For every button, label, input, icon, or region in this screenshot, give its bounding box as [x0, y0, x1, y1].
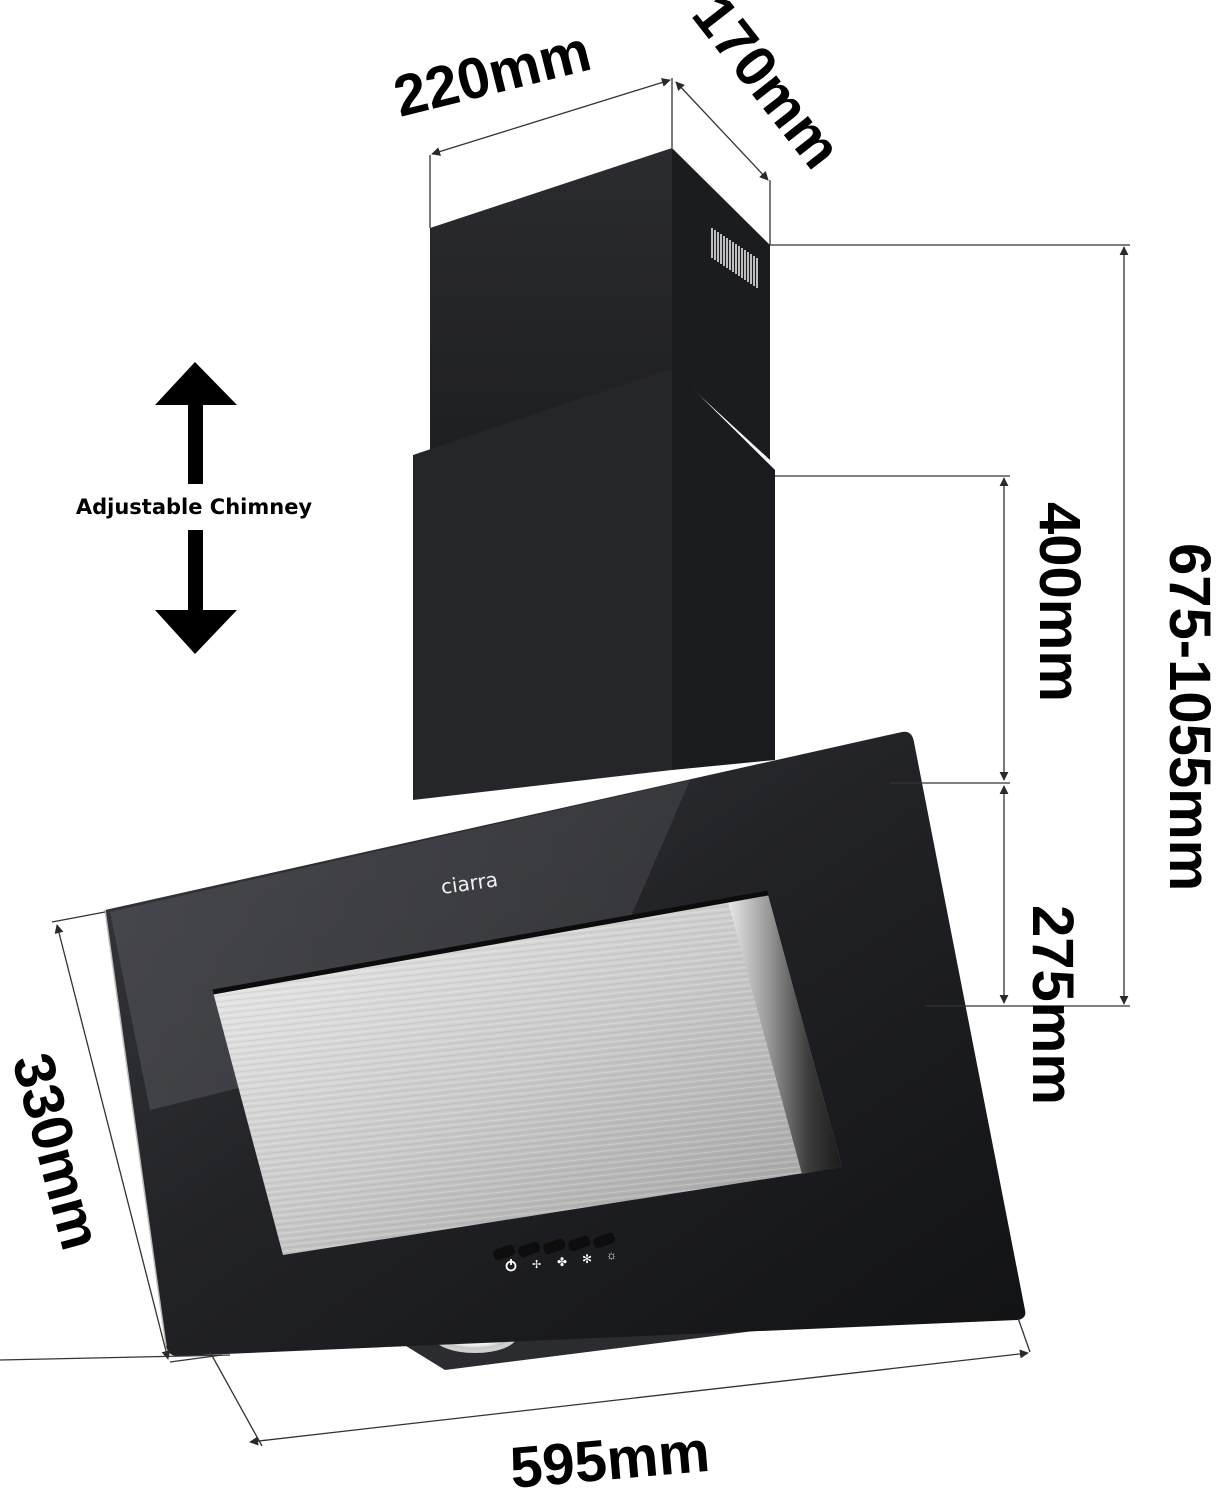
- fan-low-icon: ✢: [532, 1259, 541, 1271]
- speed-3-button[interactable]: ✻: [567, 1235, 592, 1266]
- chimney-upper-front: [430, 148, 672, 450]
- dim-hood-height: 275mm: [1020, 905, 1085, 1105]
- chimney-lower-side: [672, 368, 775, 770]
- vent-grille-icon: [710, 227, 762, 300]
- speed-1-button[interactable]: ✢: [517, 1241, 541, 1271]
- dim-chimney-depth: 170mm: [680, 0, 854, 181]
- adjustable-chimney-label: Adjustable Chimney: [76, 495, 313, 519]
- dim-glass-depth: 330mm: [0, 1047, 114, 1257]
- chimney: [413, 148, 775, 800]
- fan-high-icon: ✻: [582, 1252, 592, 1266]
- dimension-lines: [0, 78, 1130, 1447]
- chimney-upper-side: [672, 148, 770, 460]
- power-icon: [505, 1259, 517, 1272]
- light-button[interactable]: ☼: [592, 1232, 617, 1262]
- light-icon: ☼: [606, 1248, 617, 1262]
- adjustable-chimney-annotation: Adjustable Chimney: [76, 362, 313, 654]
- arrow-up-icon: [155, 362, 237, 484]
- dim-chimney-upper: 400mm: [1027, 502, 1092, 702]
- steel-panel: [212, 890, 842, 1255]
- speed-2-button[interactable]: ✤: [542, 1238, 567, 1269]
- chimney-lower-front: [413, 368, 672, 800]
- control-panel: ✢ ✤ ✻ ☼: [492, 1232, 617, 1272]
- arrow-down-icon: [155, 530, 237, 654]
- dim-hood-width: 595mm: [507, 1419, 712, 1500]
- dim-total-height: 675-1055mm: [1157, 543, 1219, 891]
- fan-medium-icon: ✤: [557, 1255, 567, 1269]
- power-button[interactable]: [492, 1244, 517, 1272]
